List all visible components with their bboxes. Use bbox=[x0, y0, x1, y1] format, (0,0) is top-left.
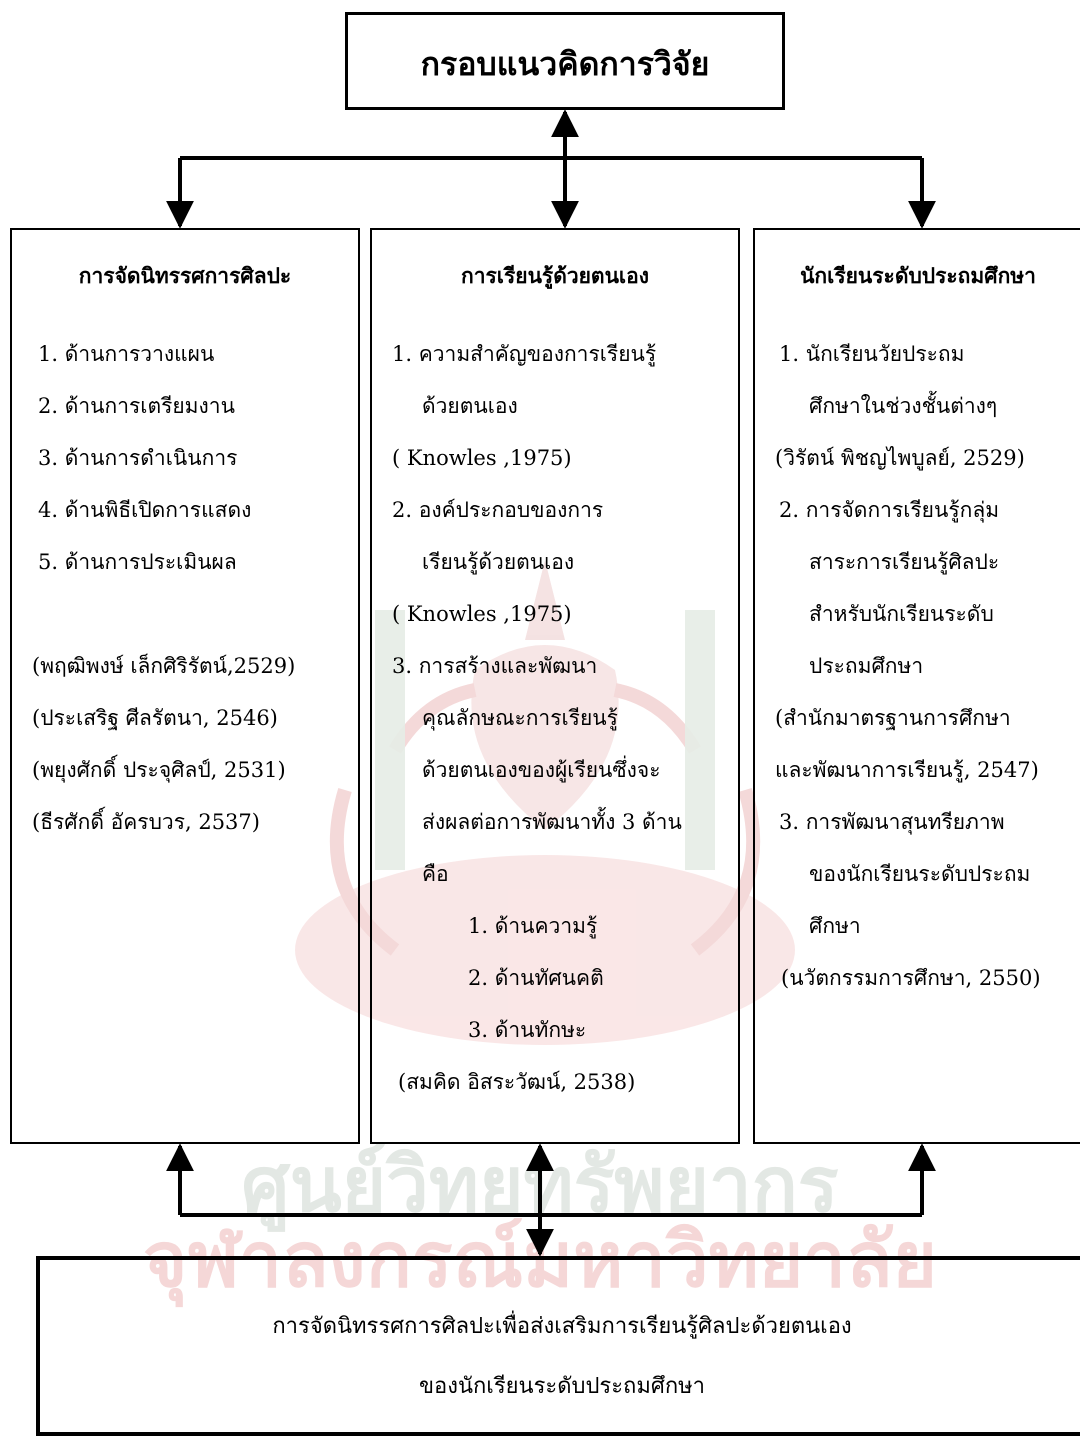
column-3-heading: นักเรียนระดับประถมศึกษา bbox=[800, 263, 1036, 288]
column-3-citation: และพัฒนาการเรียนรู้, 2547) bbox=[775, 758, 1039, 782]
column-3-line: สำหรับนักเรียนระดับ bbox=[809, 602, 994, 626]
column-1-line: 4. ด้านพิธีเปิดการแสดง bbox=[38, 498, 252, 522]
title-box: กรอบแนวคิดการวิจัย bbox=[345, 12, 785, 110]
column-self-directed-learning: การเรียนรู้ด้วยตนเอง 1. ความสำคัญของการเ… bbox=[370, 228, 740, 1144]
column-1-citation: (ประเสริฐ ศีลรัตนา, 2546) bbox=[32, 706, 278, 730]
column-2-line: คุณลักษณะการเรียนรู้ bbox=[422, 706, 618, 730]
column-2-heading: การเรียนรู้ด้วยตนเอง bbox=[461, 263, 649, 288]
column-2-line: 1. ความสำคัญของการเรียนรู้ bbox=[392, 342, 657, 366]
column-3-line: สาระการเรียนรู้ศิลปะ bbox=[809, 550, 1000, 574]
column-1-line: 2. ด้านการเตรียมงาน bbox=[38, 394, 235, 418]
column-3-line: ประถมศึกษา bbox=[809, 654, 924, 678]
column-1-line: 3. ด้านการดำเนินการ bbox=[38, 446, 238, 470]
column-3-line: ของนักเรียนระดับประถม bbox=[809, 862, 1031, 886]
column-1-citation: (พยุงศักดิ์ ประจุศิลป์, 2531) bbox=[32, 758, 286, 782]
column-3-citation: (นวัตกรรมการศึกษา, 2550) bbox=[781, 966, 1041, 990]
column-2-subitem: 3. ด้านทักษะ bbox=[468, 1018, 587, 1042]
column-3-line: 1. นักเรียนวัยประถม bbox=[779, 342, 965, 366]
column-1-line: 1. ด้านการวางแผน bbox=[38, 342, 215, 366]
column-2-line: ด้วยตนเองของผู้เรียนซึ่งจะ bbox=[422, 758, 661, 782]
column-3-line: 3. การพัฒนาสุนทรียภาพ bbox=[779, 810, 1005, 834]
column-art-exhibition: การจัดนิทรรศการศิลปะ 1. ด้านการวางแผน 2.… bbox=[10, 228, 360, 1144]
column-2-line: 2. องค์ประกอบของการ bbox=[392, 498, 604, 522]
column-primary-students: นักเรียนระดับประถมศึกษา 1. นักเรียนวัยปร… bbox=[753, 228, 1080, 1144]
column-2-citation: ( Knowles ,1975) bbox=[392, 602, 572, 626]
column-2-subitem: 2. ด้านทัศนคติ bbox=[468, 966, 604, 990]
outcome-box: การจัดนิทรรศการศิลปะเพื่อส่งเสริมการเรีย… bbox=[36, 1256, 1080, 1436]
diagram-title: กรอบแนวคิดการวิจัย bbox=[420, 45, 710, 83]
column-1-line: 5. ด้านการประเมินผล bbox=[38, 550, 237, 574]
column-3-citation: (สำนักมาตรฐานการศึกษา bbox=[775, 706, 1011, 730]
column-2-line: ส่งผลต่อการพัฒนาทั้ง 3 ด้าน bbox=[422, 810, 682, 834]
column-3-line: ศึกษาในช่วงชั้นต่างๆ bbox=[809, 394, 998, 418]
column-2-line: คือ bbox=[422, 862, 449, 886]
column-3-line: 2. การจัดการเรียนรู้กลุ่ม bbox=[779, 498, 1000, 522]
column-2-line: เรียนรู้ด้วยตนเอง bbox=[422, 550, 575, 574]
column-3-line: ศึกษา bbox=[809, 914, 861, 938]
outcome-line-2: ของนักเรียนระดับประถมศึกษา bbox=[418, 1374, 706, 1399]
column-2-citation: ( Knowles ,1975) bbox=[392, 446, 572, 470]
column-3-citation: (วิรัตน์ พิชญไพบูลย์, 2529) bbox=[775, 446, 1025, 470]
column-1-heading: การจัดนิทรรศการศิลปะ bbox=[78, 263, 292, 288]
column-2-citation: (สมคิด อิสระวัฒน์, 2538) bbox=[398, 1070, 636, 1094]
column-2-line: ด้วยตนเอง bbox=[422, 394, 518, 418]
outcome-line-1: การจัดนิทรรศการศิลปะเพื่อส่งเสริมการเรีย… bbox=[272, 1314, 852, 1339]
column-1-citation: (ธีรศักดิ์ อัครบวร, 2537) bbox=[32, 810, 260, 834]
column-2-subitem: 1. ด้านความรู้ bbox=[468, 914, 598, 938]
column-1-citation: (พฤฒิพงษ์ เล็กศิริรัตน์,2529) bbox=[32, 654, 296, 678]
column-2-line: 3. การสร้างและพัฒนา bbox=[392, 654, 598, 678]
